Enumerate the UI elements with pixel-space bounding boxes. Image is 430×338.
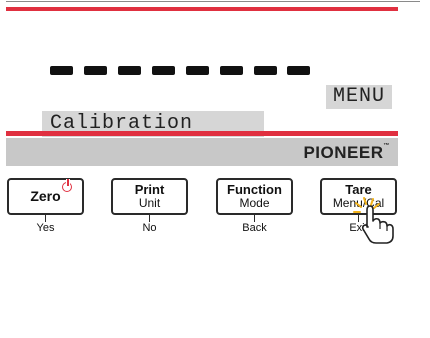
display-top-stripe xyxy=(6,7,398,11)
tare-button-label: Tare xyxy=(345,182,372,197)
key-tick xyxy=(149,215,150,222)
function-button-label: Function xyxy=(227,182,282,197)
power-icon xyxy=(62,179,72,192)
print-sub-label: No xyxy=(142,222,157,234)
print-unit-button[interactable]: Print Unit xyxy=(111,178,188,215)
dash-segment xyxy=(152,66,175,75)
dash-segment xyxy=(118,66,141,75)
zero-button-label: Zero xyxy=(30,188,61,204)
pointing-hand-icon xyxy=(353,197,394,244)
dash-segment xyxy=(84,66,107,75)
dash-segment xyxy=(287,66,310,75)
display-bottom-stripe xyxy=(6,131,398,136)
function-sub-label: Back xyxy=(242,222,267,234)
brand-bar: PIONEER™ xyxy=(6,138,398,166)
tare-sub-label: Exit xyxy=(349,222,368,234)
key-tick xyxy=(254,215,255,222)
top-rule xyxy=(6,1,420,2)
brand-name: PIONEER xyxy=(303,143,384,162)
dash-readout xyxy=(50,66,310,76)
trademark-mark: ™ xyxy=(383,143,390,149)
zero-sub-label: Yes xyxy=(36,222,55,234)
print-button-label: Print xyxy=(134,182,165,197)
function-mode-button[interactable]: Function Mode xyxy=(216,178,293,215)
menu-indicator: MENU xyxy=(326,85,392,109)
brand-logo: PIONEER™ xyxy=(303,143,390,163)
key-tick xyxy=(45,215,46,222)
lcd-display: MENU Calibration xyxy=(6,11,398,137)
unit-button-label: Unit xyxy=(138,196,161,210)
dash-segment xyxy=(50,66,73,75)
key-tick xyxy=(358,215,359,222)
dash-segment xyxy=(186,66,209,75)
zero-button[interactable]: Zero xyxy=(7,178,84,215)
dash-segment xyxy=(254,66,277,75)
dash-segment xyxy=(220,66,243,75)
mode-button-label: Mode xyxy=(239,196,270,210)
